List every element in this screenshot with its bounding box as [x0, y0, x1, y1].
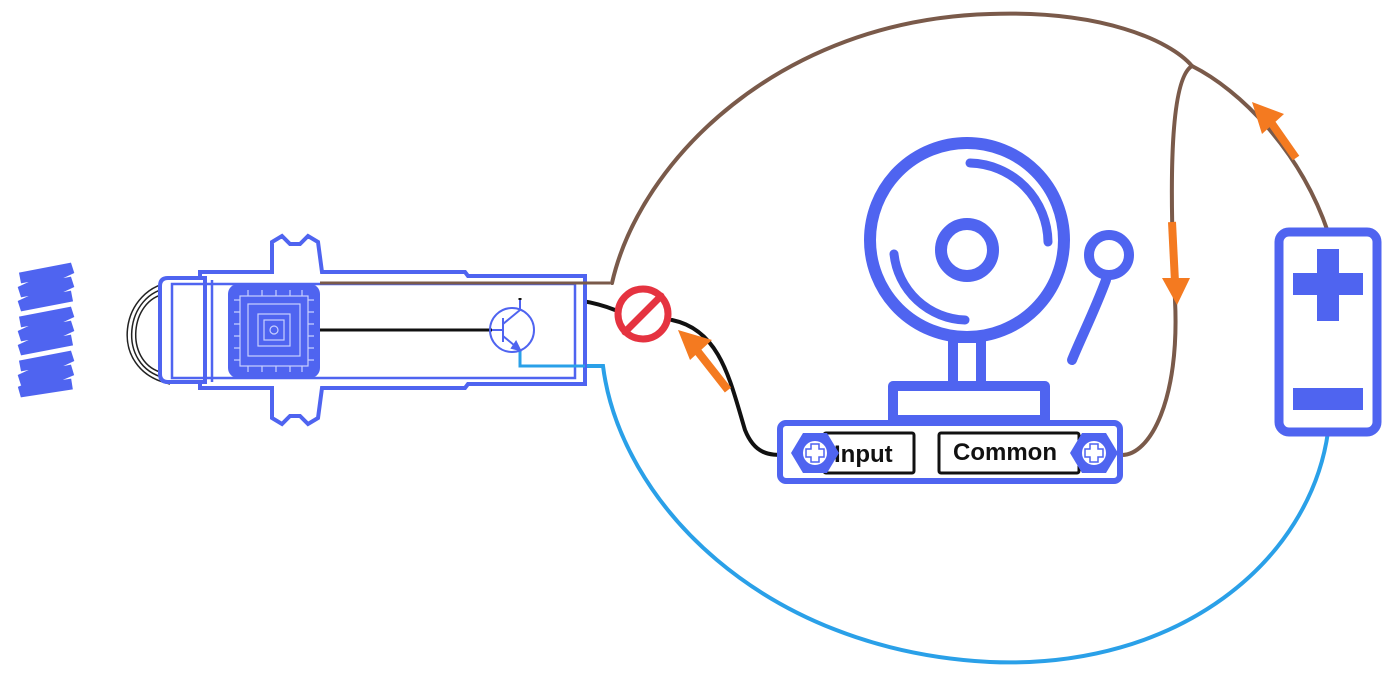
lens-arcs: [126, 281, 176, 385]
screw-icon: [791, 433, 839, 473]
common-terminal-label: Common: [953, 439, 1057, 466]
chip-icon: [228, 284, 320, 378]
terminal-block: Input Common: [777, 420, 1123, 484]
battery-icon: [1274, 227, 1382, 437]
arrow-to-blocked: [678, 330, 732, 393]
arrow-up-battery: [1252, 102, 1300, 161]
arrow-down-common: [1162, 221, 1190, 305]
screw-icon: [1070, 433, 1118, 473]
vibration-icon: [17, 262, 75, 398]
blue-wire-loop: [581, 364, 1330, 665]
current-arrows: [678, 102, 1300, 393]
black-wire-input-2: [670, 318, 787, 457]
bell-icon: [864, 137, 1134, 425]
input-terminal-label: Input: [834, 441, 893, 468]
sensor-module-icon: [126, 233, 610, 427]
minus-icon: [1293, 388, 1363, 410]
no-entry-icon: [614, 285, 672, 343]
plus-icon: [1293, 249, 1363, 321]
